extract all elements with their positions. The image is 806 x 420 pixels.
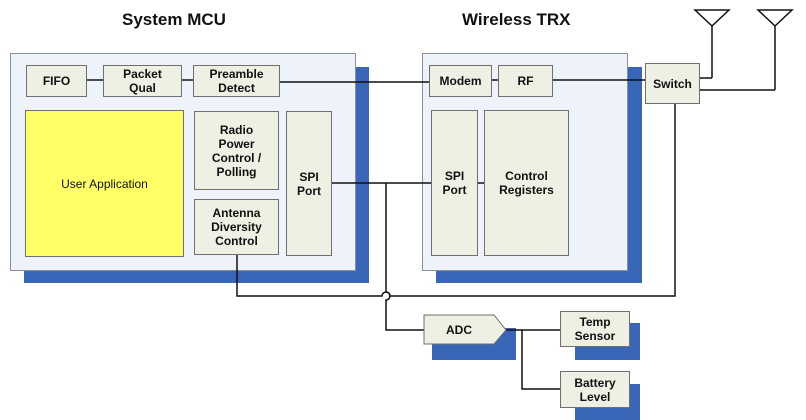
mcu-spi-port-block: SPI Port — [286, 111, 332, 256]
user-application-block: User Application — [25, 110, 184, 257]
trx-spi-port-block: SPI Port — [431, 110, 478, 256]
radio-power-control-block: Radio Power Control / Polling — [194, 111, 279, 190]
packet-qual-block: Packet Qual — [103, 65, 182, 97]
system-mcu-title: System MCU — [122, 10, 226, 29]
antenna-icon — [693, 9, 731, 28]
antenna-icon — [756, 9, 794, 28]
battery-level-block: Battery Level — [560, 371, 630, 408]
wireless-trx-title: Wireless TRX — [462, 10, 571, 29]
rf-block: RF — [498, 65, 553, 97]
temp-sensor-block: Temp Sensor — [560, 311, 630, 347]
modem-block: Modem — [429, 65, 492, 97]
antenna-diversity-control-block: Antenna Diversity Control — [194, 199, 279, 255]
fifo-block: FIFO — [26, 65, 87, 97]
adc-block: ADC — [446, 322, 472, 337]
switch-block: Switch — [645, 63, 700, 104]
control-registers-block: Control Registers — [484, 110, 569, 256]
preamble-detect-block: Preamble Detect — [193, 65, 280, 97]
adc-shape — [423, 314, 507, 345]
